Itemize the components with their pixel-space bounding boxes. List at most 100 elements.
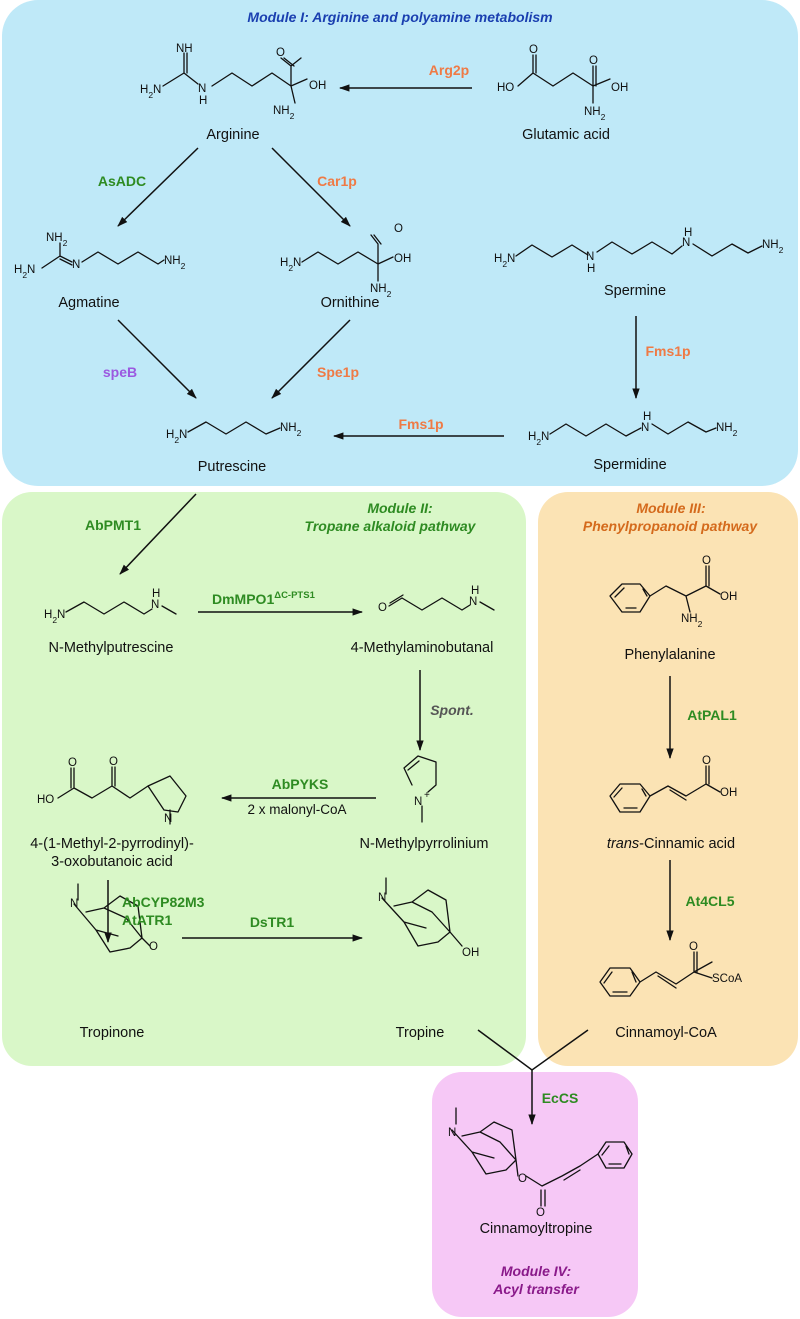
compound-oxobutanoic-line1: 4-(1-Methyl-2-pyrrodinyl)-	[30, 836, 194, 852]
svg-text:N: N	[641, 422, 649, 434]
svg-text:N: N	[469, 596, 477, 608]
arginine-structure: NH H2N N H OH O NH2	[140, 43, 326, 121]
svg-text:N: N	[682, 237, 690, 249]
module-4-title-line1: Module IV:	[501, 1263, 571, 1279]
compound-agmatine: Agmatine	[58, 295, 119, 311]
phenylalanine-structure: O OH NH2	[609, 555, 737, 629]
svg-text:NH2: NH2	[762, 239, 784, 255]
enzyme-arg2p: Arg2p	[429, 62, 469, 78]
cinnamoyltropine-structure: N O O	[448, 1107, 633, 1219]
compound-glutamic-acid: Glutamic acid	[522, 127, 610, 143]
compound-cinnamoyl-coa: Cinnamoyl-CoA	[615, 1025, 717, 1041]
svg-text:H2N: H2N	[140, 84, 161, 100]
svg-text:O: O	[109, 756, 118, 768]
n-methylpyrrolinium-structure: N +	[403, 755, 437, 823]
svg-text:H: H	[152, 588, 160, 600]
svg-text:O: O	[536, 1207, 545, 1219]
enzyme-abpmt1: AbPMT1	[85, 517, 141, 533]
svg-text:OH: OH	[462, 947, 479, 959]
svg-text:O: O	[689, 941, 698, 953]
cinnamic-acid-structure: O OH	[609, 755, 737, 813]
svg-text:OH: OH	[611, 82, 628, 94]
svg-text:OH: OH	[309, 80, 326, 92]
svg-text:H2N: H2N	[494, 253, 515, 269]
compound-spermine: Spermine	[604, 283, 666, 299]
svg-text:N: N	[586, 251, 594, 263]
svg-text:NH2: NH2	[584, 106, 606, 122]
svg-text:NH2: NH2	[681, 613, 703, 629]
agmatine-structure: NH2 H2N N NH2	[14, 232, 186, 280]
spermidine-structure: H2N N H NH2	[528, 411, 738, 447]
compound-tropinone: Tropinone	[80, 1025, 145, 1041]
enzyme-car1p: Car1p	[317, 173, 357, 189]
svg-text:O: O	[702, 555, 711, 567]
compound-oxobutanoic-line2: 3-oxobutanoic acid	[51, 854, 173, 870]
svg-text:NH2: NH2	[280, 422, 302, 438]
svg-text:SCoA: SCoA	[712, 973, 742, 985]
enzyme-fms1p-horizontal: Fms1p	[398, 416, 443, 432]
enzyme-atpal1: AtPAL1	[687, 707, 737, 723]
svg-text:OH: OH	[394, 253, 411, 265]
ornithine-structure: H2N OH O NH2	[280, 223, 411, 299]
svg-text:O: O	[589, 55, 598, 67]
svg-text:H: H	[643, 411, 651, 423]
compound-ornithine: Ornithine	[321, 295, 380, 311]
svg-text:N: N	[70, 898, 78, 910]
svg-text:O: O	[276, 47, 285, 59]
module-3-panel	[538, 492, 798, 1066]
module-4-title-line2: Acyl transfer	[492, 1281, 580, 1297]
oxobutanoic-acid-structure: HO O O N	[37, 756, 187, 825]
svg-text:HO: HO	[37, 794, 54, 806]
compound-n-methylpyrrolinium: N-Methylpyrrolinium	[360, 836, 489, 852]
module-2-title-line2: Tropane alkaloid pathway	[305, 518, 477, 534]
cofactor-malonyl-coa: 2 x malonyl-CoA	[247, 802, 346, 817]
compound-spermidine: Spermidine	[593, 457, 666, 473]
label-spont: Spont.	[430, 702, 474, 718]
svg-text:H2N: H2N	[528, 431, 549, 447]
svg-text:N: N	[198, 83, 206, 95]
compound-arginine: Arginine	[206, 127, 259, 143]
module-2-title-line1: Module II:	[367, 500, 432, 516]
enzyme-fms1p-vertical: Fms1p	[645, 343, 690, 359]
svg-text:H: H	[199, 95, 207, 107]
svg-text:O: O	[149, 941, 158, 953]
svg-text:NH2: NH2	[46, 232, 68, 248]
svg-text:N: N	[151, 599, 159, 611]
svg-text:H: H	[587, 263, 595, 275]
svg-text:NH2: NH2	[164, 255, 186, 271]
svg-text:N: N	[164, 813, 172, 825]
svg-text:O: O	[394, 223, 403, 235]
compound-putrescine: Putrescine	[198, 459, 267, 475]
compound-phenylalanine: Phenylalanine	[624, 647, 715, 663]
svg-text:O: O	[68, 757, 77, 769]
svg-text:H2N: H2N	[166, 429, 187, 445]
svg-text:H2N: H2N	[44, 609, 65, 625]
module-1-panel	[2, 0, 798, 486]
module-3-title-line2: Phenylpropanoid pathway	[583, 518, 758, 534]
enzyme-dmmpo1: DmMPO1ΔC-PTS1	[212, 590, 316, 607]
compound-methylaminobutanal: 4-Methylaminobutanal	[351, 640, 494, 656]
compound-cinnamic-acid: trans-Cinnamic acid	[607, 836, 735, 852]
tropinone-structure: N O	[70, 883, 158, 953]
svg-text:OH: OH	[720, 591, 737, 603]
svg-text:H2N: H2N	[280, 257, 301, 273]
glutamic-acid-structure: HO O O OH NH2	[497, 44, 628, 122]
svg-text:O: O	[529, 44, 538, 56]
enzyme-abcyp82m3: AbCYP82M3	[122, 894, 205, 910]
methylaminobutanal-structure: O N H	[378, 585, 495, 614]
svg-text:+: +	[424, 790, 430, 801]
svg-text:OH: OH	[720, 787, 737, 799]
enzyme-asadc: AsADC	[98, 173, 146, 189]
enzyme-atatr1: AtATR1	[122, 912, 173, 928]
module-3-title-line1: Module III:	[636, 500, 705, 516]
module-2-panel	[2, 492, 526, 1066]
svg-text:N: N	[378, 892, 386, 904]
compound-tropine: Tropine	[396, 1025, 445, 1041]
enzyme-speb: speB	[103, 364, 137, 380]
svg-text:NH2: NH2	[370, 283, 392, 299]
enzyme-at4cl5: At4CL5	[685, 893, 734, 909]
svg-text:HO: HO	[497, 82, 514, 94]
svg-text:NH: NH	[176, 43, 193, 55]
cinnamoyl-coa-structure: O SCoA	[599, 941, 742, 997]
